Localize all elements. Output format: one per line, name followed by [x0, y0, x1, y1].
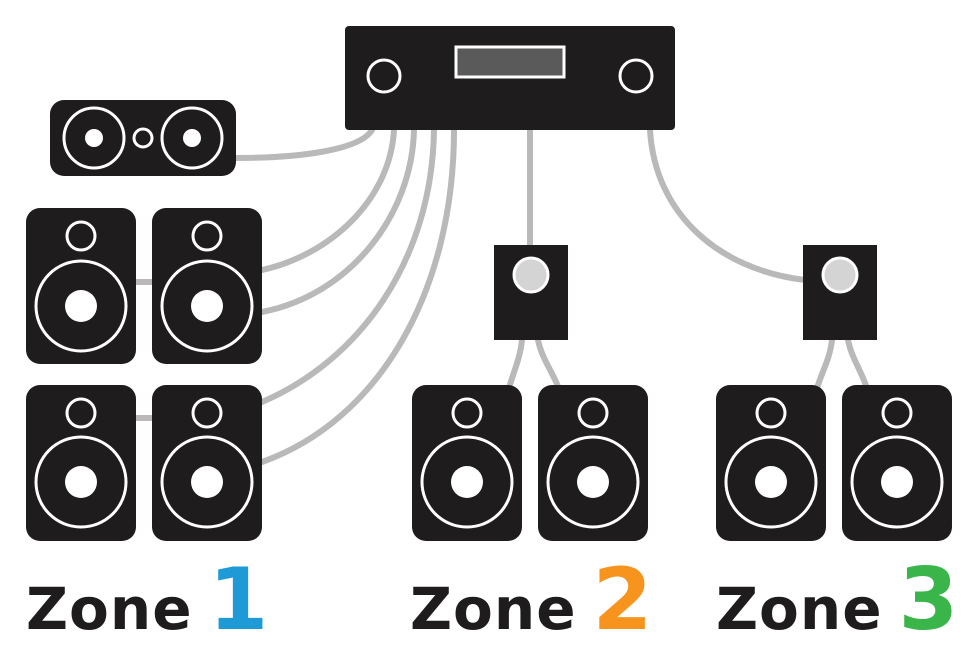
zone1-speaker-front-left [26, 208, 136, 364]
cable-center-speaker [233, 127, 375, 161]
zone3-word: Zone [716, 575, 883, 643]
cable-rear-right-a [259, 127, 437, 405]
zone2-word: Zone [410, 575, 577, 643]
receiver-right-knob [618, 58, 654, 94]
cable-zone2-left [505, 337, 525, 395]
zone3-speaker-right [842, 385, 952, 541]
zone1-speaker-rear-left [26, 385, 136, 541]
cable-front-right-b [259, 127, 417, 315]
cable-zone3-right [845, 337, 871, 395]
cables [127, 127, 871, 465]
receiver-display [454, 45, 566, 79]
zone1-number: 1 [208, 550, 269, 650]
zone3-volume-control [803, 245, 877, 340]
av-receiver [345, 26, 675, 130]
zone2-speaker-left [412, 385, 522, 541]
cable-rear-right-b [259, 127, 457, 465]
zone2-number: 2 [592, 550, 653, 650]
zone3-number: 3 [898, 550, 959, 650]
zone2-volume-control [494, 245, 568, 340]
receiver-left-knob [366, 58, 402, 94]
cable-zone2-right [535, 337, 563, 395]
center-speaker [50, 100, 236, 176]
zone2-speaker-right [538, 385, 648, 541]
zone1-speaker-front-right [152, 208, 262, 364]
cable-zone3-feed [647, 127, 808, 283]
cable-zone3-left [813, 337, 835, 395]
cable-front-right-a [259, 127, 397, 273]
zone1-word: Zone [26, 575, 193, 643]
zone3-speaker-left [716, 385, 826, 541]
zone1-speaker-rear-right [152, 385, 262, 541]
